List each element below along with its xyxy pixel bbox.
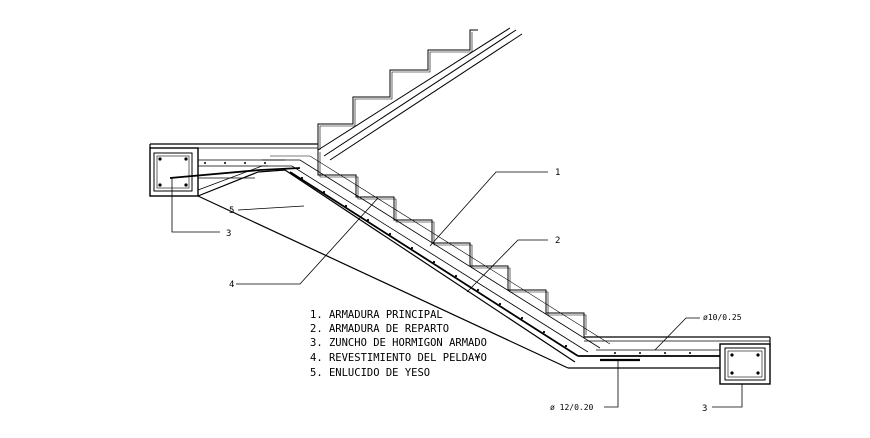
leader-lines (171, 171, 743, 408)
callout-2: 2 (555, 236, 560, 246)
legend-item-5: 5. ENLUCIDO DE YESO (310, 367, 430, 379)
lower-flight-steps (317, 150, 590, 338)
callout-4: 4 (229, 280, 234, 290)
legend: 1. ARMADURA PRINCIPAL 2. ARMADURA DE REP… (310, 309, 487, 379)
landing-beam-right (719, 343, 771, 385)
rebar-bottom-label: ø 12/0.20 (550, 403, 594, 412)
leader-rebar-bottom (604, 360, 619, 408)
upper-flight (317, 27, 523, 161)
legend-item-2: 2. ARMADURA DE REPARTO (310, 323, 449, 335)
leader-2 (466, 239, 548, 293)
lower-landing (568, 336, 771, 385)
lower-flight (197, 150, 611, 369)
leader-3-right (712, 384, 743, 408)
callout-1: 1 (555, 168, 560, 178)
rebar-top-label: ø10/0.25 (703, 313, 742, 322)
callout-3-right: 3 (702, 404, 707, 414)
legend-item-4: 4. REVESTIMIENTO DEL PELDA¥O (310, 352, 487, 364)
leader-5 (237, 205, 305, 211)
leader-4 (236, 197, 379, 285)
callout-5: 5 (229, 206, 234, 216)
legend-item-1: 1. ARMADURA PRINCIPAL (310, 309, 443, 321)
leader-1 (429, 171, 548, 247)
upper-flight-steps (317, 29, 478, 150)
callout-3-left: 3 (226, 229, 231, 239)
legend-item-3: 3. ZUNCHO DE HORMIGON ARMADO (310, 337, 487, 349)
leader-rebar-top (654, 317, 700, 351)
upper-landing (149, 143, 318, 197)
leader-3-left (171, 178, 220, 233)
